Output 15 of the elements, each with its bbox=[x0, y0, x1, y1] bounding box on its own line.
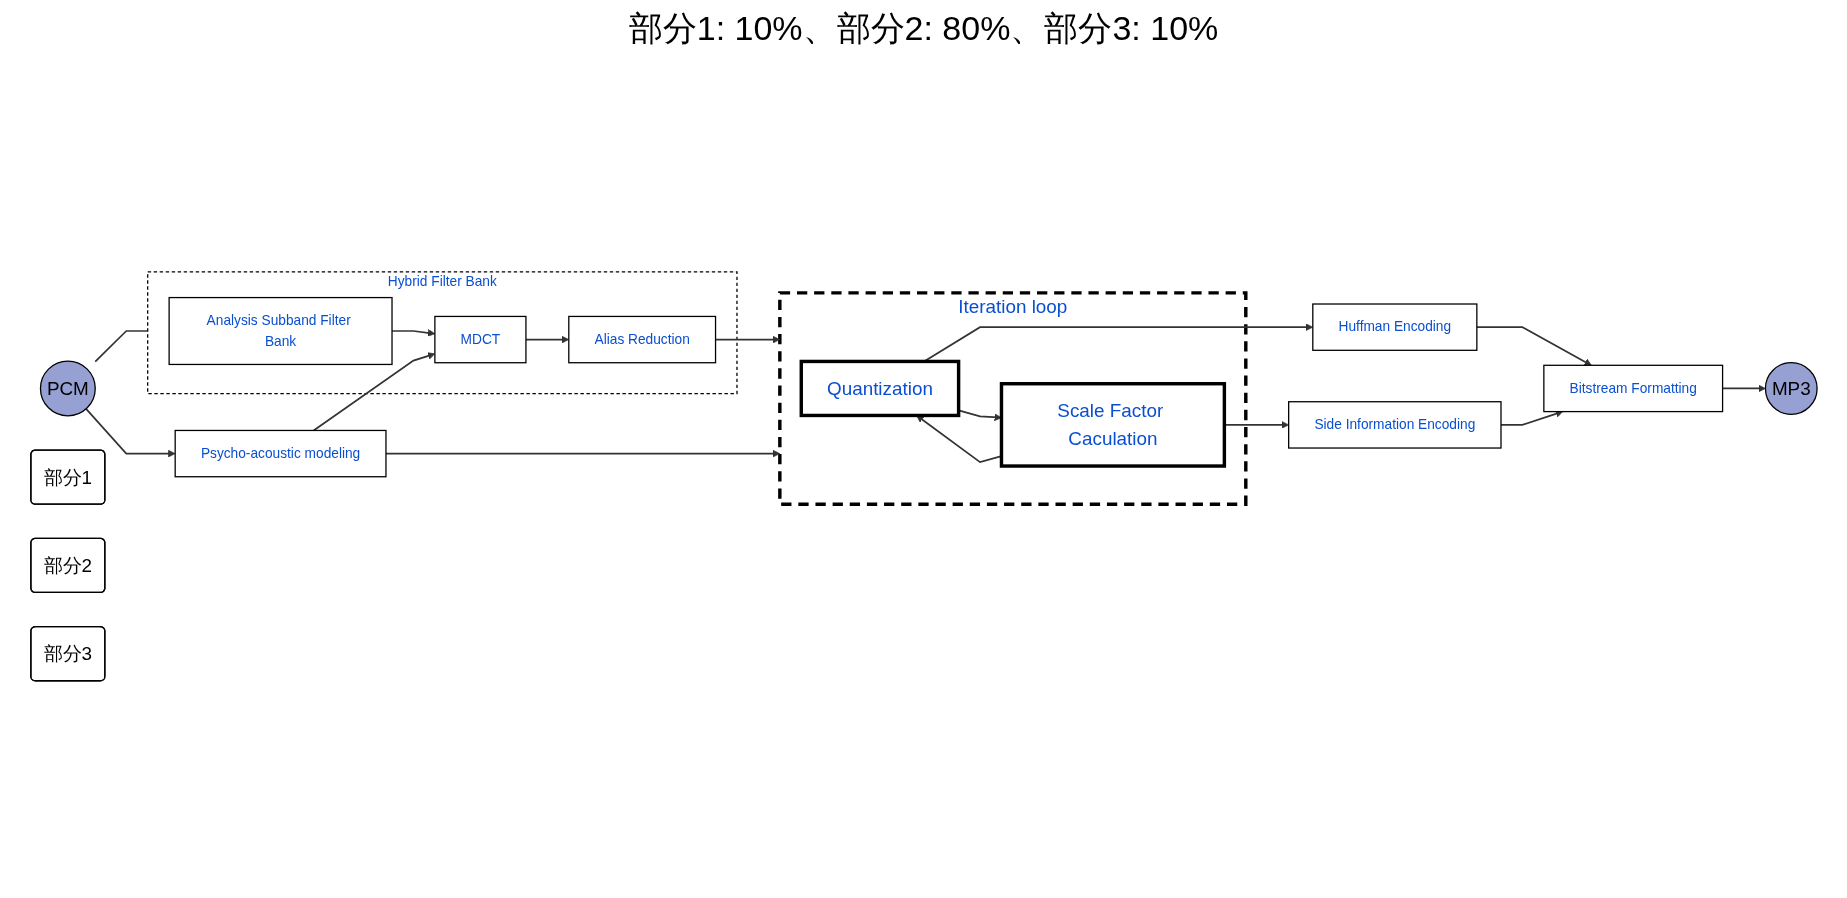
node-box: Bitstream Formatting bbox=[1542, 364, 1723, 412]
node-circle: MP3 bbox=[1764, 361, 1818, 415]
connector bbox=[93, 329, 149, 363]
node-circle: PCM bbox=[39, 360, 96, 417]
node-box: Alias Reduction bbox=[567, 315, 716, 364]
node-box: Scale Factor Caculation bbox=[999, 381, 1226, 468]
node-box: Psycho-acoustic modeling bbox=[174, 429, 387, 478]
node-box: Side Information Encoding bbox=[1287, 400, 1502, 449]
arrow bbox=[312, 352, 435, 431]
node-box: Huffman Encoding bbox=[1311, 303, 1477, 351]
node-box: Quantization bbox=[799, 359, 960, 417]
diagram-title: 部分1: 10%、部分2: 80%、部分3: 10% bbox=[627, 8, 1220, 49]
node-box: MDCT bbox=[433, 315, 527, 364]
arrow bbox=[84, 407, 175, 458]
node-box: Analysis Subband Filter Bank bbox=[167, 296, 393, 365]
